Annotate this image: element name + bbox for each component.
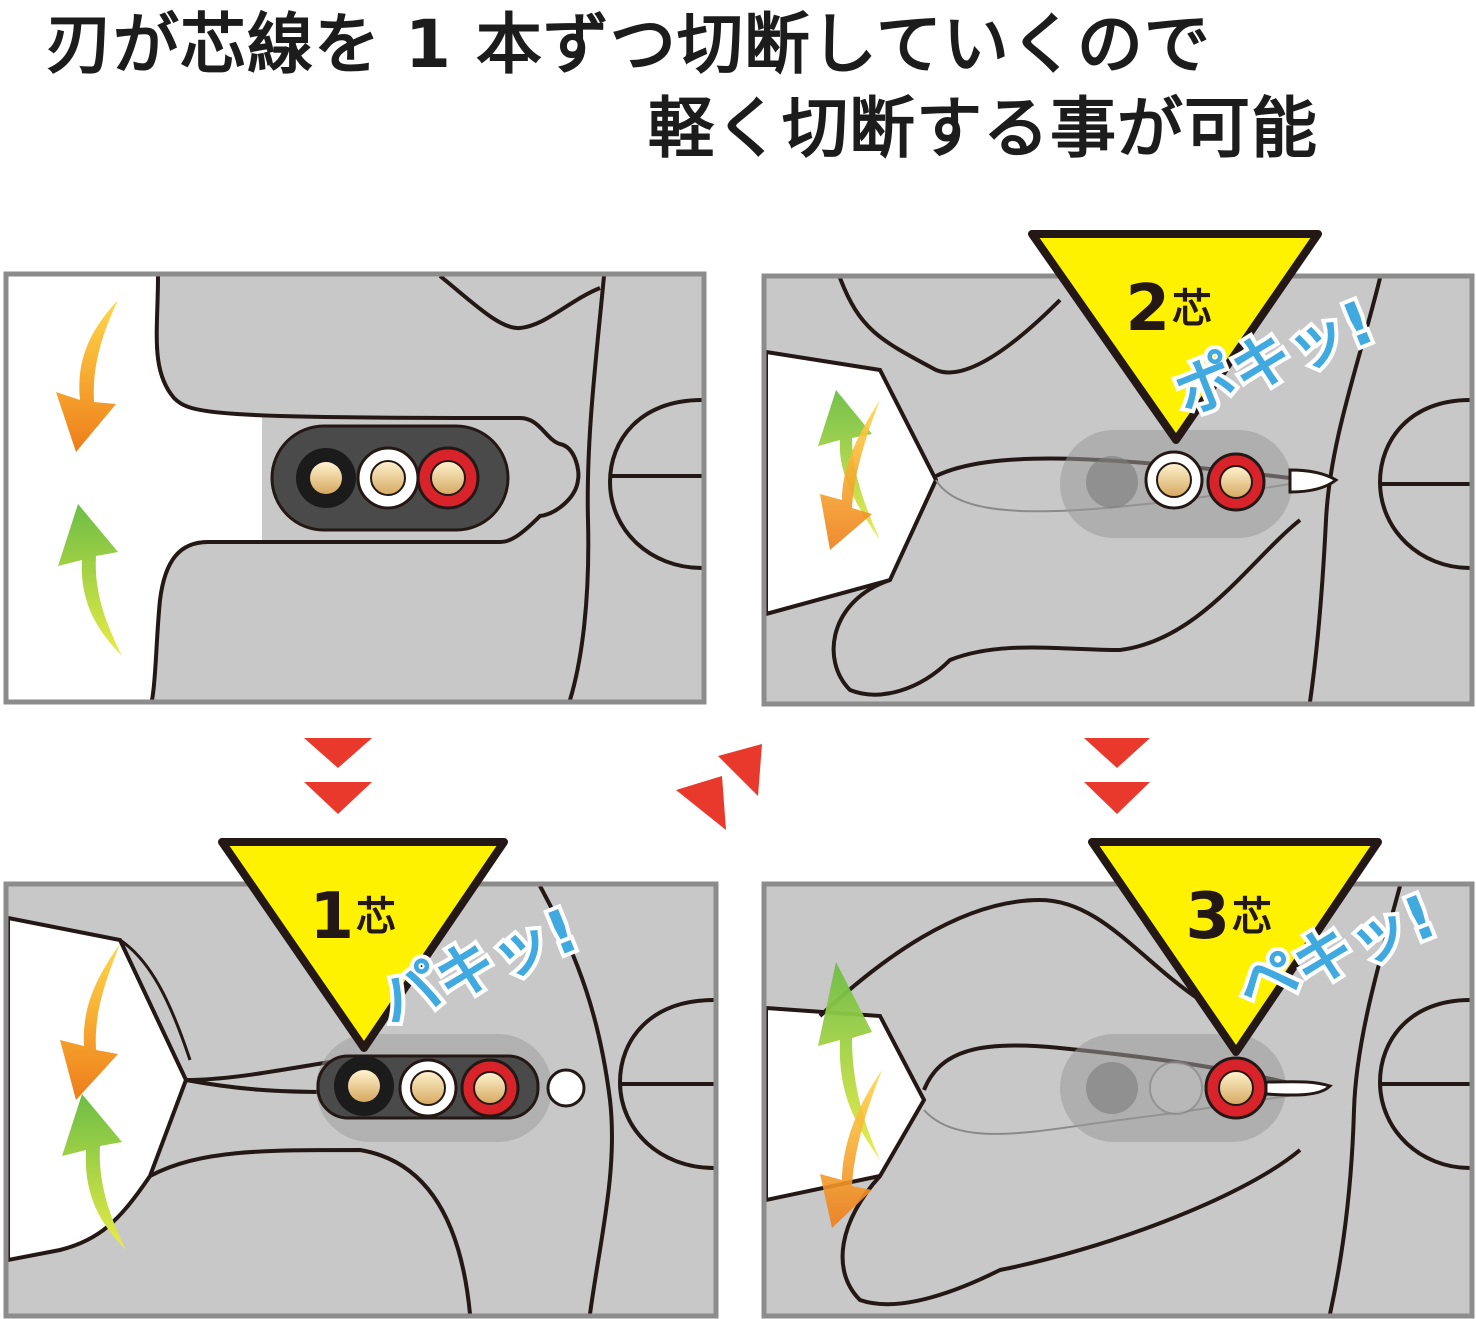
badge-unit: 芯	[1172, 286, 1212, 332]
curved-down-arrow-icon	[820, 1070, 882, 1228]
headline-line-2: 軽く切断する事が可能	[648, 90, 1318, 167]
step-arrow-icon	[676, 744, 762, 830]
cable-core-icon	[334, 1056, 520, 1118]
badge-core-1: 1 芯	[218, 838, 508, 1052]
cable-core-icon	[1204, 1056, 1268, 1120]
curved-down-arrow-icon	[820, 400, 880, 550]
badge-number: 1	[309, 880, 354, 954]
panel-core-3	[761, 881, 1475, 1319]
headline-line-1: 刃が芯線を 1 本ずつ切断していくので	[46, 6, 1211, 83]
panel-start	[3, 271, 707, 705]
badge-unit: 芯	[356, 894, 396, 940]
cable-core-icon	[296, 446, 480, 510]
panel-core-2	[761, 273, 1475, 707]
curved-down-arrow-icon	[56, 300, 118, 452]
badge-core-3: 3 芯	[1088, 838, 1382, 1056]
curved-down-arrow-icon	[60, 944, 120, 1100]
curved-up-arrow-icon	[62, 1094, 126, 1250]
step-arrow-icon	[304, 738, 372, 814]
badge-number: 2	[1125, 272, 1170, 346]
curved-up-arrow-icon	[58, 504, 122, 656]
curved-up-arrow-icon	[818, 962, 880, 1160]
cable-core-icon	[1144, 450, 1266, 512]
badge-core-2: 2 芯	[1028, 230, 1322, 444]
step-arrow-icon	[1084, 738, 1150, 814]
badge-unit: 芯	[1232, 894, 1272, 940]
badge-number: 3	[1185, 880, 1230, 954]
